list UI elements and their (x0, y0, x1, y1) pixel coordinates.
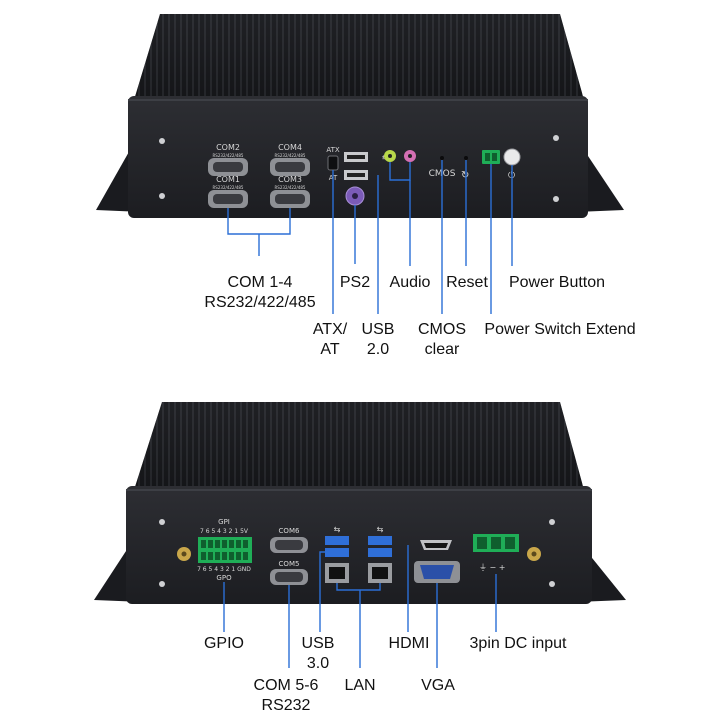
callout-gpio: GPIO (203, 635, 244, 652)
callout-usb-3: USB 3.0 (301, 635, 335, 672)
svg-text:COM6: COM6 (279, 527, 300, 535)
svg-text:COM2: COM2 (216, 143, 240, 152)
bottom-chassis: GPI 7 6 5 4 3 2 1 5V 7 6 5 4 3 2 1 GND G… (94, 402, 626, 604)
svg-text:GPI: GPI (218, 518, 230, 526)
com4-port: COM4 RS232/422/485 (270, 143, 310, 176)
svg-text:RS232/422/485: RS232/422/485 (275, 153, 306, 158)
svg-text:⏚ − +: ⏚ − + (479, 563, 506, 572)
callout-cmos-clear: CMOS clear (418, 321, 466, 358)
usb3-ports: ⇆ ⇆ (325, 525, 392, 557)
screw (159, 138, 165, 144)
svg-text:GPO: GPO (216, 574, 232, 582)
com1-port: COM1 RS232/422/485 (208, 175, 248, 208)
com2-port: COM2 RS232/422/485 (208, 143, 248, 176)
vga-port (414, 561, 460, 583)
screw (159, 581, 165, 587)
top-chassis: COM2 RS232/422/485 COM4 RS232/422/485 CO… (96, 14, 624, 218)
svg-text:⇆: ⇆ (334, 525, 341, 534)
power-switch-terminal (482, 150, 500, 164)
svg-text:7 6 5 4 3 2 1 5V: 7 6 5 4 3 2 1 5V (200, 528, 249, 535)
svg-text:COM3: COM3 (278, 175, 302, 184)
screw (159, 519, 165, 525)
com5-port: COM5 (270, 560, 308, 585)
bottom-callout-lines (223, 545, 497, 668)
callout-power-button: Power Button (508, 274, 606, 291)
callout-com-5-6: COM 5-6 RS232 (253, 677, 319, 714)
hdmi-port (420, 540, 452, 550)
svg-text:⇆: ⇆ (377, 525, 384, 534)
top-callout-lines (227, 160, 513, 314)
callout-lan: LAN (344, 677, 376, 694)
svg-text:ATX: ATX (326, 146, 340, 154)
bottom-front-panel (126, 486, 592, 604)
svg-text:COM1: COM1 (216, 175, 240, 184)
svg-text:COM5: COM5 (279, 560, 300, 568)
svg-text:COM4: COM4 (278, 143, 302, 152)
com6-port: COM6 (270, 527, 308, 553)
callout-usb-2: USB 2.0 (361, 321, 395, 358)
callout-dc-input: 3pin DC input (469, 635, 567, 652)
callout-vga: VGA (421, 677, 455, 694)
com3-port: COM3 RS232/422/485 (270, 175, 310, 208)
screw (549, 519, 555, 525)
reset-button (464, 156, 468, 160)
power-button-icon (503, 148, 521, 166)
callout-power-switch-extend: Power Switch Extend (484, 321, 636, 338)
svg-text:RS232/422/485: RS232/422/485 (213, 185, 244, 190)
gpio-terminal: GPI 7 6 5 4 3 2 1 5V 7 6 5 4 3 2 1 GND G… (197, 518, 252, 582)
callout-com-1-4: COM 1-4 RS232/422/485 (204, 274, 316, 311)
lan-ports (325, 563, 392, 583)
cmos-clear-hole (440, 156, 444, 160)
callout-reset: Reset (446, 274, 488, 291)
screw (553, 196, 559, 202)
screw (553, 135, 559, 141)
svg-text:↻: ↻ (461, 170, 469, 181)
svg-text:RS232/422/485: RS232/422/485 (213, 153, 244, 158)
screw (159, 193, 165, 199)
callout-ps2: PS2 (339, 274, 371, 291)
dc-input-terminal: ⏚ − + (473, 534, 519, 572)
callout-hdmi: HDMI (388, 635, 430, 652)
callout-audio: Audio (389, 274, 431, 291)
screw (549, 581, 555, 587)
svg-text:7 6 5 4 3 2 1 GND: 7 6 5 4 3 2 1 GND (197, 566, 251, 573)
callout-atx-at: ATX/ AT (312, 321, 348, 358)
svg-text:RS232/422/485: RS232/422/485 (275, 185, 306, 190)
